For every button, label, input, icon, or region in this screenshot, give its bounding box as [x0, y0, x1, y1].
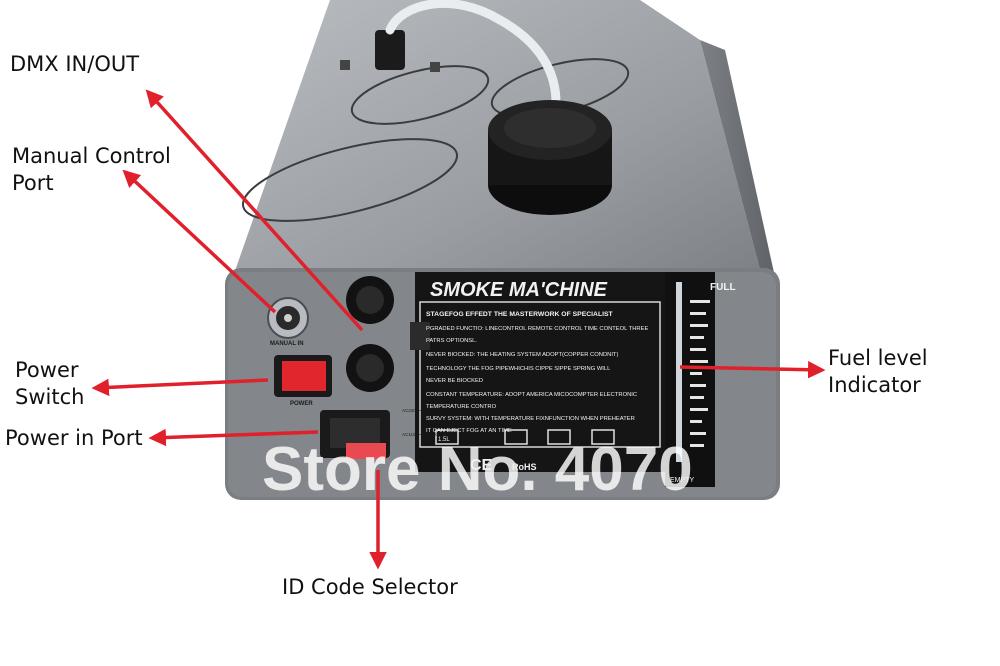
power-in-callout-label: Power in Port [5, 426, 143, 450]
panel-line: IT CAN EJECT FOG AT AN TIME [426, 428, 512, 434]
cert-marks [435, 429, 615, 445]
manual-callout-line2: Port [12, 171, 54, 195]
power-switch-callout-label: Power Switch [15, 357, 84, 411]
panel-line: TEMPERATURE CONTRO [426, 404, 497, 410]
rohs-mark: RoHS [512, 462, 537, 472]
tank-cap-icon [488, 100, 612, 215]
panel-line: PGRADED FUNCTIO: LINECONTROL REMOTE CONT… [426, 326, 648, 332]
panel-line: SURVY SYSTEM: WITH TEMPERATURE FIXNFUNCT… [426, 416, 635, 422]
panel-line: NEVER BIOCKED: THE HEATING SYSTEM ADOPT(… [426, 352, 618, 358]
panel-line: CONSTANT TEMPERATURE: ADOPT AMERICA MICO… [426, 392, 637, 398]
fuel-callout-label: Fuel level Indicator [828, 345, 928, 399]
arrow-power-in [148, 428, 319, 447]
id-code-selector [346, 443, 386, 459]
panel-line: TECHNOLOGY THE FOG PIPEWHICHIS CIPPE SIP… [426, 366, 611, 372]
fuel-callout-line2: Indicator [828, 373, 921, 397]
power-switch-callout-line2: Switch [15, 385, 85, 409]
arrow-power-switch [91, 378, 269, 397]
panel-subtitle: STAGEFOG EFFEDT THE MASTERWORK OF SPECIA… [426, 311, 614, 318]
manual-port [267, 297, 309, 339]
arrow-fuel [679, 360, 826, 379]
tank-label: 1.5L [438, 437, 450, 443]
callout-arrows [91, 89, 826, 570]
panel-line: NEVER BE BIOCKED [426, 378, 483, 384]
panel-line: PATRS OPTIONSL. [426, 338, 477, 344]
dmx-callout-label: DMX IN/OUT [10, 52, 140, 76]
id-selector-callout-label: ID Code Selector [282, 575, 458, 599]
gauge-full-label: FULL [710, 282, 736, 293]
fog-tube [340, 0, 561, 120]
spec-panel [415, 272, 665, 472]
manual-callout-label: Manual Control Port [12, 143, 171, 197]
power-label: POWER [290, 401, 313, 407]
arrow-manual [122, 169, 277, 314]
panel-lines: PGRADED FUNCTIO: LINECONTROL REMOTE CONT… [426, 326, 648, 434]
ce-mark: CE [470, 457, 493, 474]
voltage-b-label: AC110V~120V 50~60Hz [402, 432, 452, 437]
voltage-a-label: AC220V~240V 50~60Hz [402, 408, 452, 413]
panel-title: SMOKE MA'CHINE [430, 279, 608, 301]
power-switch-callout-line1: Power [15, 358, 79, 382]
manual-callout-line1: Manual Control [12, 144, 171, 168]
fuel-callout-line1: Fuel level [828, 346, 928, 370]
fuel-gauge [665, 272, 715, 487]
power-switch [274, 355, 332, 397]
arrow-dmx [145, 89, 364, 332]
gauge-empty-label: EMPTY [670, 477, 694, 484]
watermark: Store No. 4070 [262, 435, 693, 504]
dmx-ports [346, 276, 430, 392]
manual-in-label: MANUAL IN [270, 341, 304, 347]
